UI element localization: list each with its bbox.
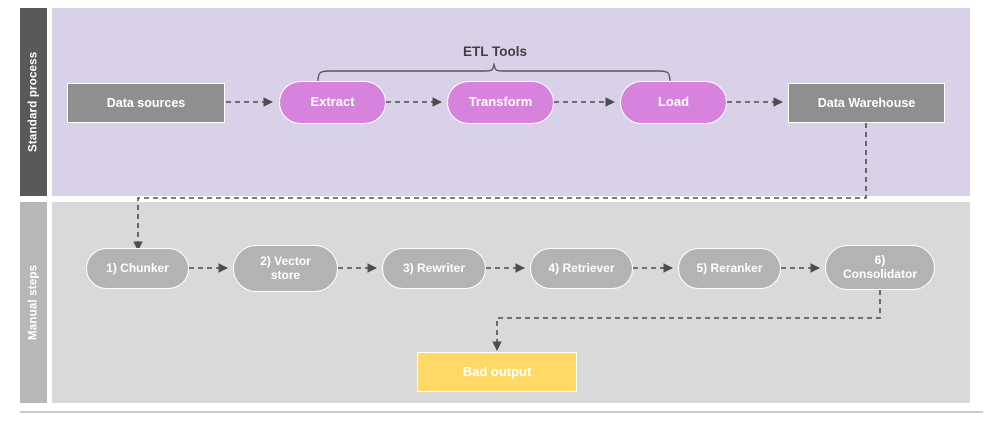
node-data-sources[interactable]: Data sources [67,83,225,123]
node-chunker[interactable]: 1) Chunker [86,248,189,289]
node-retriever[interactable]: 4) Retriever [530,248,633,289]
node-rewriter[interactable]: 3) Rewriter [382,248,486,289]
node-load[interactable]: Load [620,81,727,124]
node-reranker[interactable]: 5) Reranker [678,248,781,289]
etl-tools-label: ETL Tools [463,44,527,59]
node-data-warehouse[interactable]: Data Warehouse [788,83,945,123]
node-vector-store[interactable]: 2) Vector store [233,245,338,292]
lane-label-manual-steps: Manual steps [20,202,47,403]
bottom-divider [20,411,983,413]
lane-label-standard-process: Standard process [20,8,47,196]
node-consolidator[interactable]: 6) Consolidator [825,245,935,290]
node-bad-output[interactable]: Bad output [417,352,577,392]
node-extract[interactable]: Extract [279,81,386,124]
node-transform[interactable]: Transform [447,81,554,124]
